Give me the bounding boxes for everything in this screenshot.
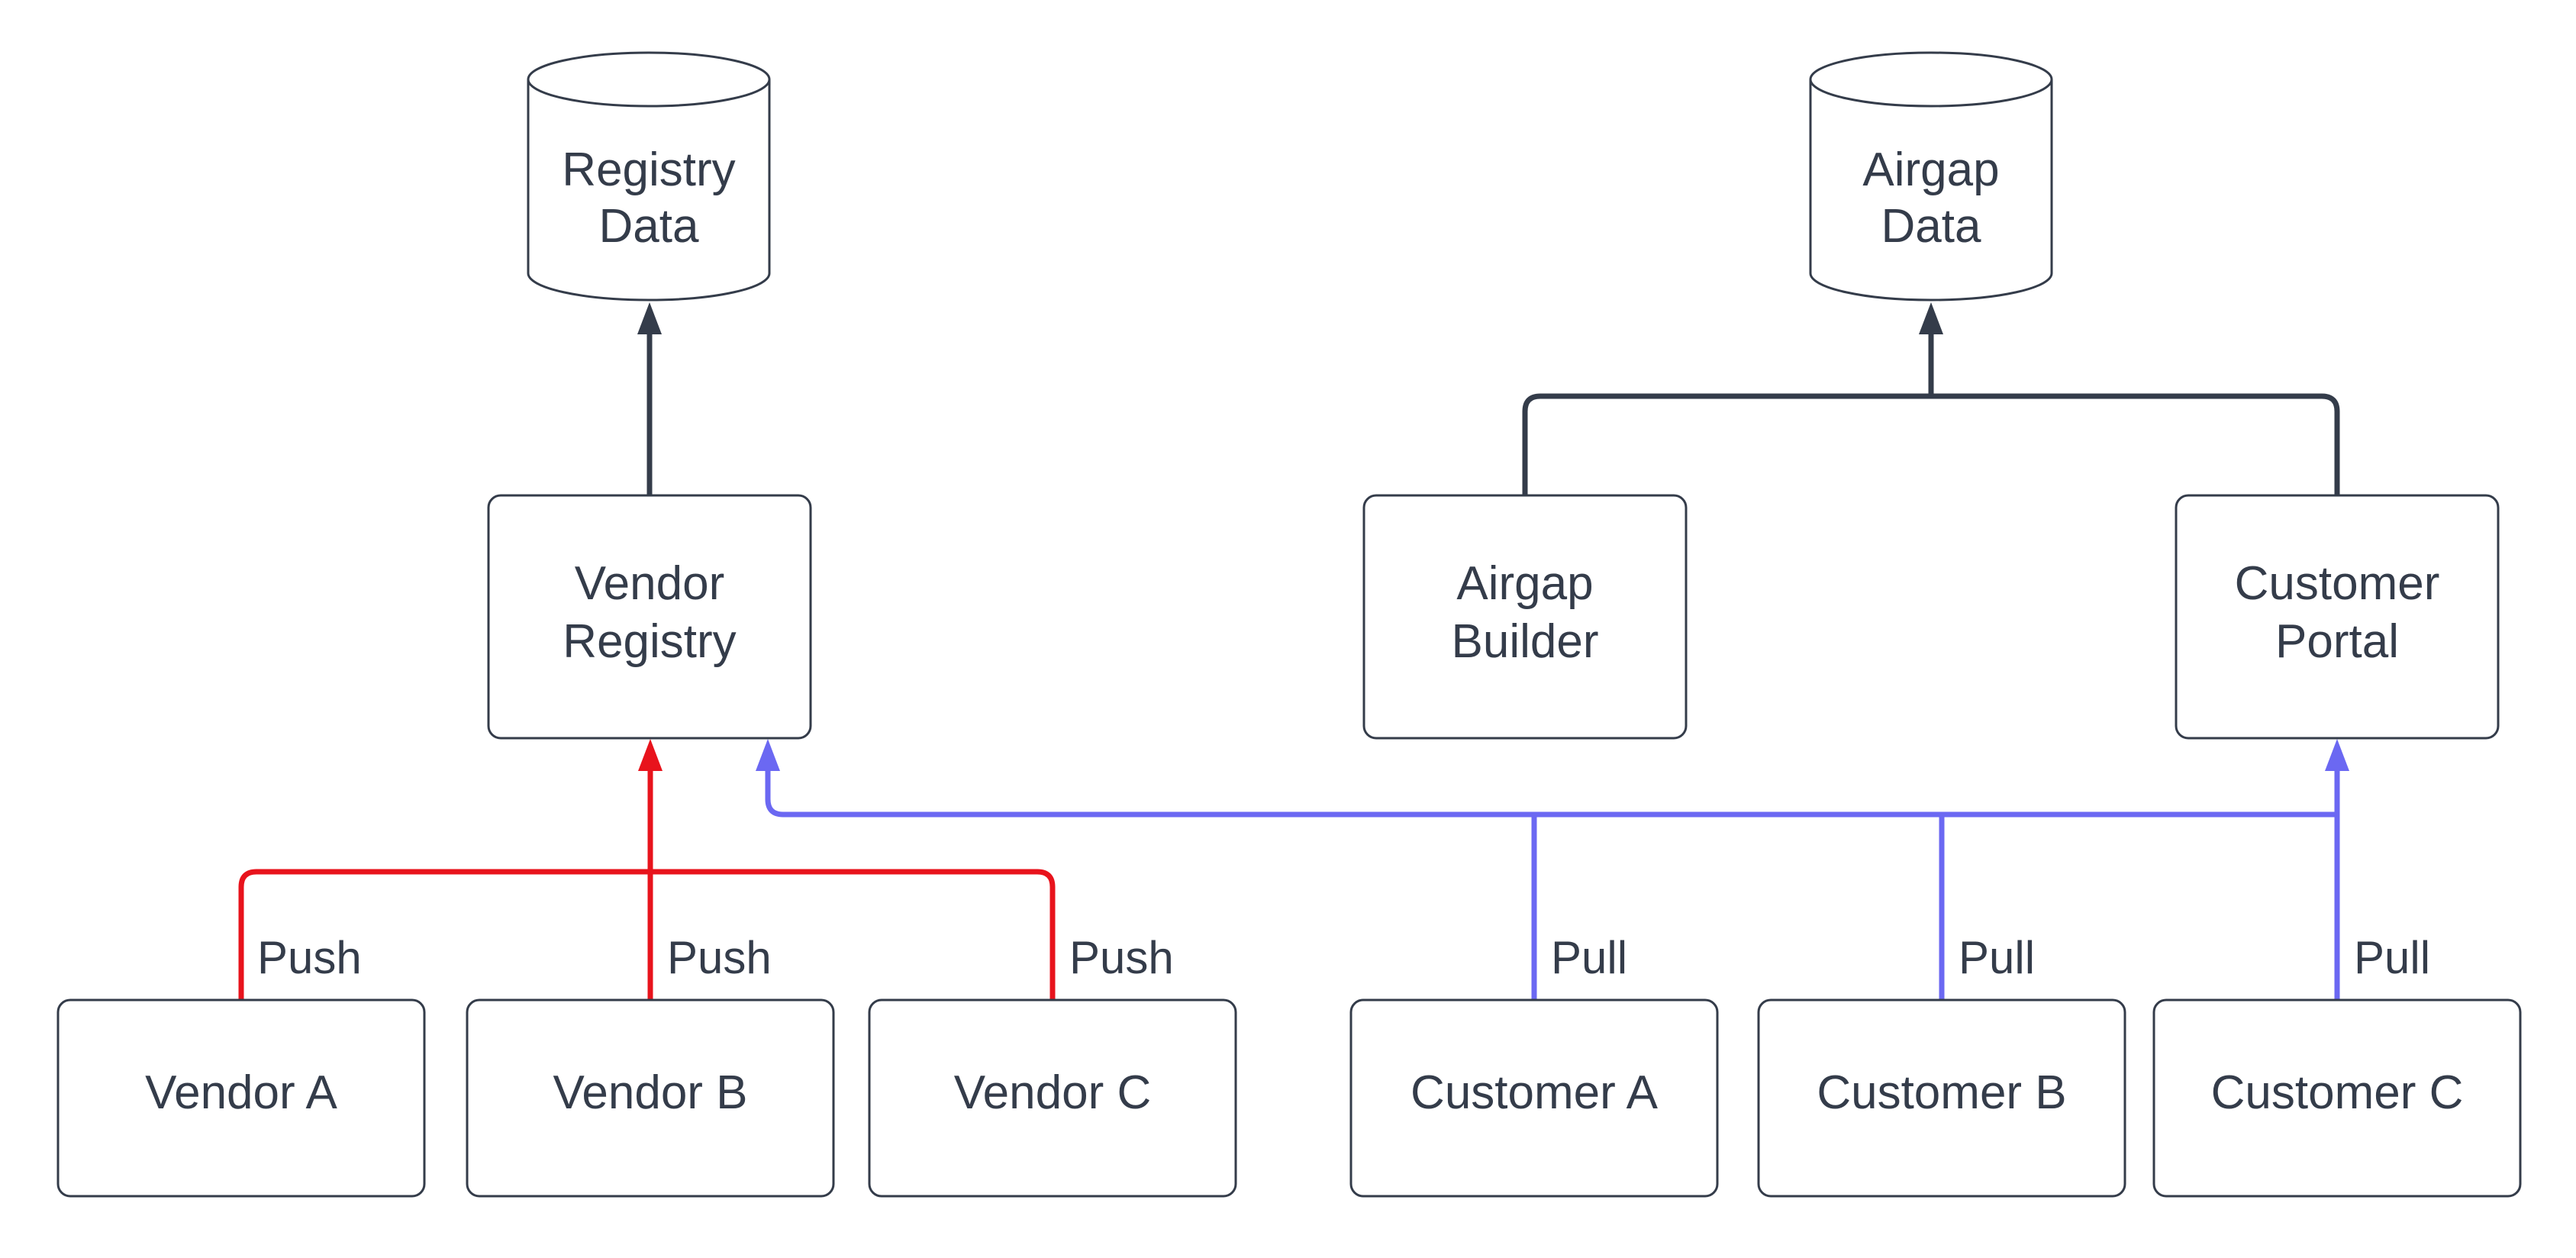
edge-label-group: Push Push Push Pull Pull Pull: [257, 932, 2430, 983]
node-customer-c: Customer C: [2152, 998, 2522, 1198]
arrowhead-pull-customer-portal: [2325, 739, 2349, 771]
customer-portal-label-line1: Customer: [2235, 557, 2440, 610]
vendor-a-label: Vendor A: [145, 1066, 337, 1119]
airgap-data-label-line1: Airgap: [1862, 144, 1999, 196]
vendor-b-box: [466, 998, 835, 1198]
vendor-registry-label-line2: Registry: [563, 615, 736, 668]
edge-label-push-vendor-b: Push: [667, 932, 772, 983]
node-vendor-a: Vendor A: [56, 998, 426, 1198]
edge-push-vendor-a: [238, 869, 650, 1000]
airgap-builder-label-line2: Builder: [1452, 615, 1599, 668]
node-vendor-registry: Vendor Registry: [487, 494, 812, 740]
airgap-data-cylinder-body: [1809, 79, 2053, 302]
customer-b-label: Customer B: [1817, 1066, 2066, 1119]
customer-portal-label-line2: Portal: [2275, 615, 2399, 668]
arrowhead-pull-vendor-registry: [756, 739, 780, 771]
airgap-data-cylinder-top: [1809, 51, 2053, 108]
customer-b-box: [1757, 998, 2126, 1198]
vendor-registry-box: [487, 494, 812, 740]
edge-label-push-vendor-c: Push: [1069, 932, 1174, 983]
edge-push-vendor-c: [650, 869, 1056, 1000]
edge-builder-portal-junction: [1522, 393, 2340, 495]
edge-pull-bus-to-vendor-registry: [765, 768, 2337, 818]
airgap-builder-label-line1: Airgap: [1456, 557, 1593, 610]
vendor-c-box: [868, 998, 1237, 1198]
node-customer-b: Customer B: [1757, 998, 2126, 1198]
vendor-registry-label-line1: Vendor: [575, 557, 725, 610]
edge-label-push-vendor-a: Push: [257, 932, 362, 983]
edge-label-pull-customer-c: Pull: [2354, 932, 2430, 983]
node-airgap-builder: Airgap Builder: [1362, 494, 1688, 740]
vendor-b-label: Vendor B: [553, 1066, 747, 1119]
registry-data-label-line1: Registry: [562, 144, 735, 196]
arrowhead-registry-data: [637, 302, 662, 334]
node-vendor-c: Vendor C: [868, 998, 1237, 1198]
customer-portal-box: [2175, 494, 2500, 740]
node-vendor-b: Vendor B: [466, 998, 835, 1198]
registry-data-cylinder-top: [527, 51, 771, 108]
customer-a-box: [1349, 998, 1719, 1198]
vendor-a-box: [56, 998, 426, 1198]
arrowhead-airgap-data: [1919, 302, 1943, 334]
edge-group: [238, 302, 2349, 1000]
arrowhead-push-vendor-registry: [638, 739, 663, 771]
customer-c-box: [2152, 998, 2522, 1198]
cylinder-airgap-data: Airgap Data: [1809, 51, 2053, 302]
customer-c-label: Customer C: [2211, 1066, 2464, 1119]
edge-label-pull-customer-a: Pull: [1551, 932, 1627, 983]
registry-data-cylinder-body: [527, 79, 771, 302]
cylinder-registry-data: Registry Data: [527, 51, 771, 302]
customer-a-label: Customer A: [1411, 1066, 1659, 1119]
edge-label-pull-customer-b: Pull: [1959, 932, 2035, 983]
node-customer-a: Customer A: [1349, 998, 1719, 1198]
node-customer-portal: Customer Portal: [2175, 494, 2500, 740]
airgap-data-label-line2: Data: [1881, 200, 1981, 253]
registry-data-label-line2: Data: [599, 200, 699, 253]
airgap-builder-box: [1362, 494, 1688, 740]
vendor-c-label: Vendor C: [954, 1066, 1152, 1119]
